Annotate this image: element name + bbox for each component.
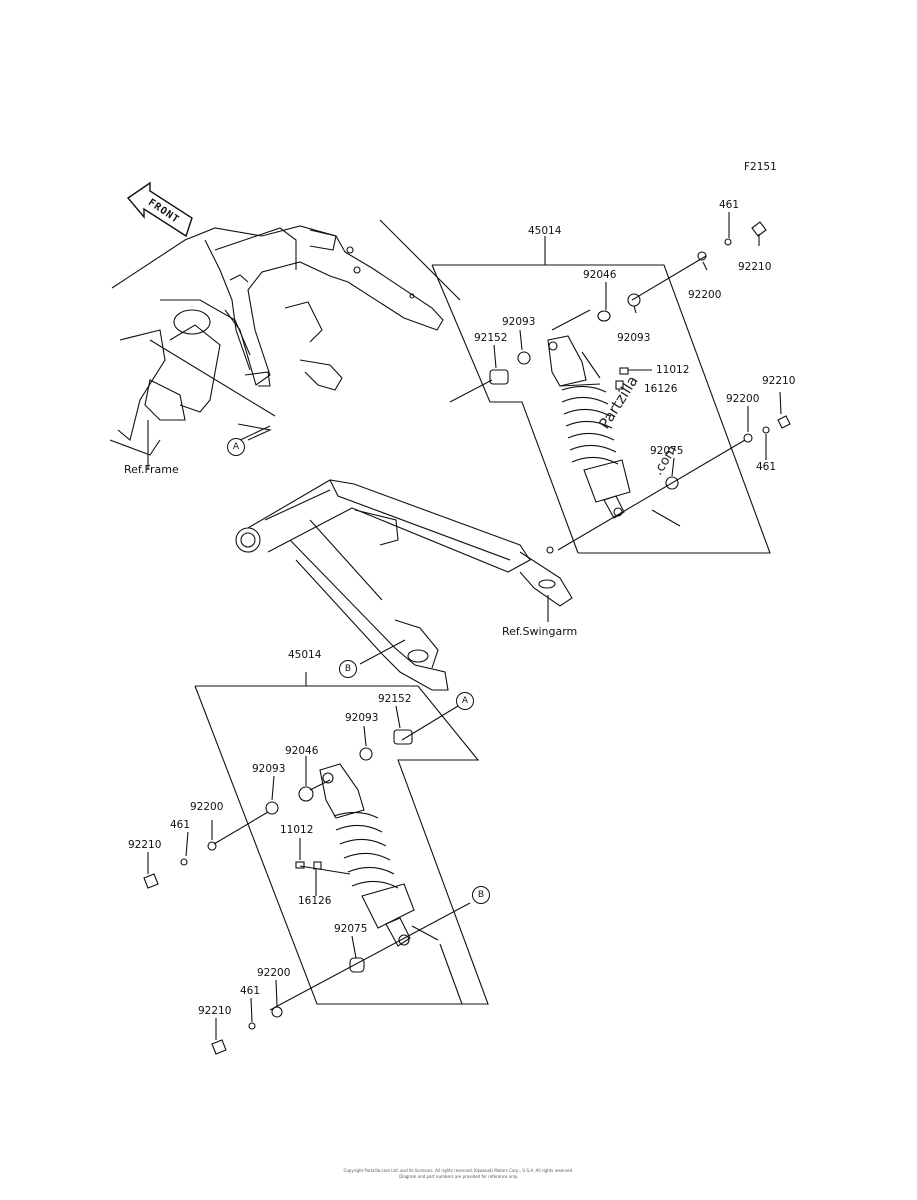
swingarm-drawing <box>235 479 573 691</box>
figure-code: F2151 <box>744 161 777 173</box>
lower-92093-label-b: 92093 <box>252 763 286 775</box>
lower-92152-label: 92152 <box>378 693 412 705</box>
upper-small-parts <box>489 221 791 490</box>
upper-92210-mid: 92210 <box>762 375 796 387</box>
upper-shock-absorber <box>547 335 631 519</box>
lower-shock-absorber <box>319 763 415 947</box>
upper-461-mid: 461 <box>756 461 777 473</box>
lower-92093-label-a: 92093 <box>345 712 379 724</box>
upper-92200-top: 92200 <box>688 289 722 301</box>
front-arrow-icon <box>126 181 193 238</box>
lower-16126-label: 16126 <box>298 895 332 907</box>
copyright-line-2: Diagram and part numbers are provided fo… <box>399 1174 518 1179</box>
upper-92200-mid: 92200 <box>726 393 760 405</box>
lower-92075-label: 92075 <box>334 923 368 935</box>
upper-16126-label: 16126 <box>644 383 678 395</box>
upper-bracket-lines <box>379 219 771 554</box>
callout-a-lower: A <box>456 692 474 710</box>
upper-92210-top: 92210 <box>738 261 772 273</box>
lower-92210-label: 92210 <box>128 839 162 851</box>
lower-92046-label: 92046 <box>285 745 319 757</box>
callout-b-upper: B <box>339 660 357 678</box>
lower-92210-b-label: 92210 <box>198 1005 232 1017</box>
lower-11012-label: 11012 <box>280 824 314 836</box>
upper-11012-label: 11012 <box>656 364 690 376</box>
upper-assembly-label: 45014 <box>528 225 562 237</box>
upper-92093-label-a: 92093 <box>502 316 536 328</box>
lower-461-label: 461 <box>170 819 191 831</box>
lower-bracket-lines <box>194 672 489 1011</box>
upper-461-top: 461 <box>719 199 740 211</box>
ref-swingarm-label: Ref.Swingarm <box>502 625 578 638</box>
lower-92200-label: 92200 <box>190 801 224 813</box>
upper-92152-label: 92152 <box>474 332 508 344</box>
lower-461-b-label: 461 <box>240 985 261 997</box>
lower-92200-b-label: 92200 <box>257 967 291 979</box>
leader-lines <box>147 212 782 1040</box>
ref-frame-label: Ref.Frame <box>124 463 179 476</box>
lower-assembly-label: 45014 <box>288 649 322 661</box>
callout-b-lower: B <box>472 886 490 904</box>
callout-a-upper: A <box>227 438 245 456</box>
copyright-line-1: Copyright Partzilla.com Ltd. and its lic… <box>343 1168 574 1173</box>
upper-92075-label: 92075 <box>650 445 684 457</box>
frame-drawing <box>109 225 444 470</box>
upper-92093-label-b: 92093 <box>617 332 651 344</box>
upper-92046-label: 92046 <box>583 269 617 281</box>
lower-small-parts <box>143 729 413 1055</box>
